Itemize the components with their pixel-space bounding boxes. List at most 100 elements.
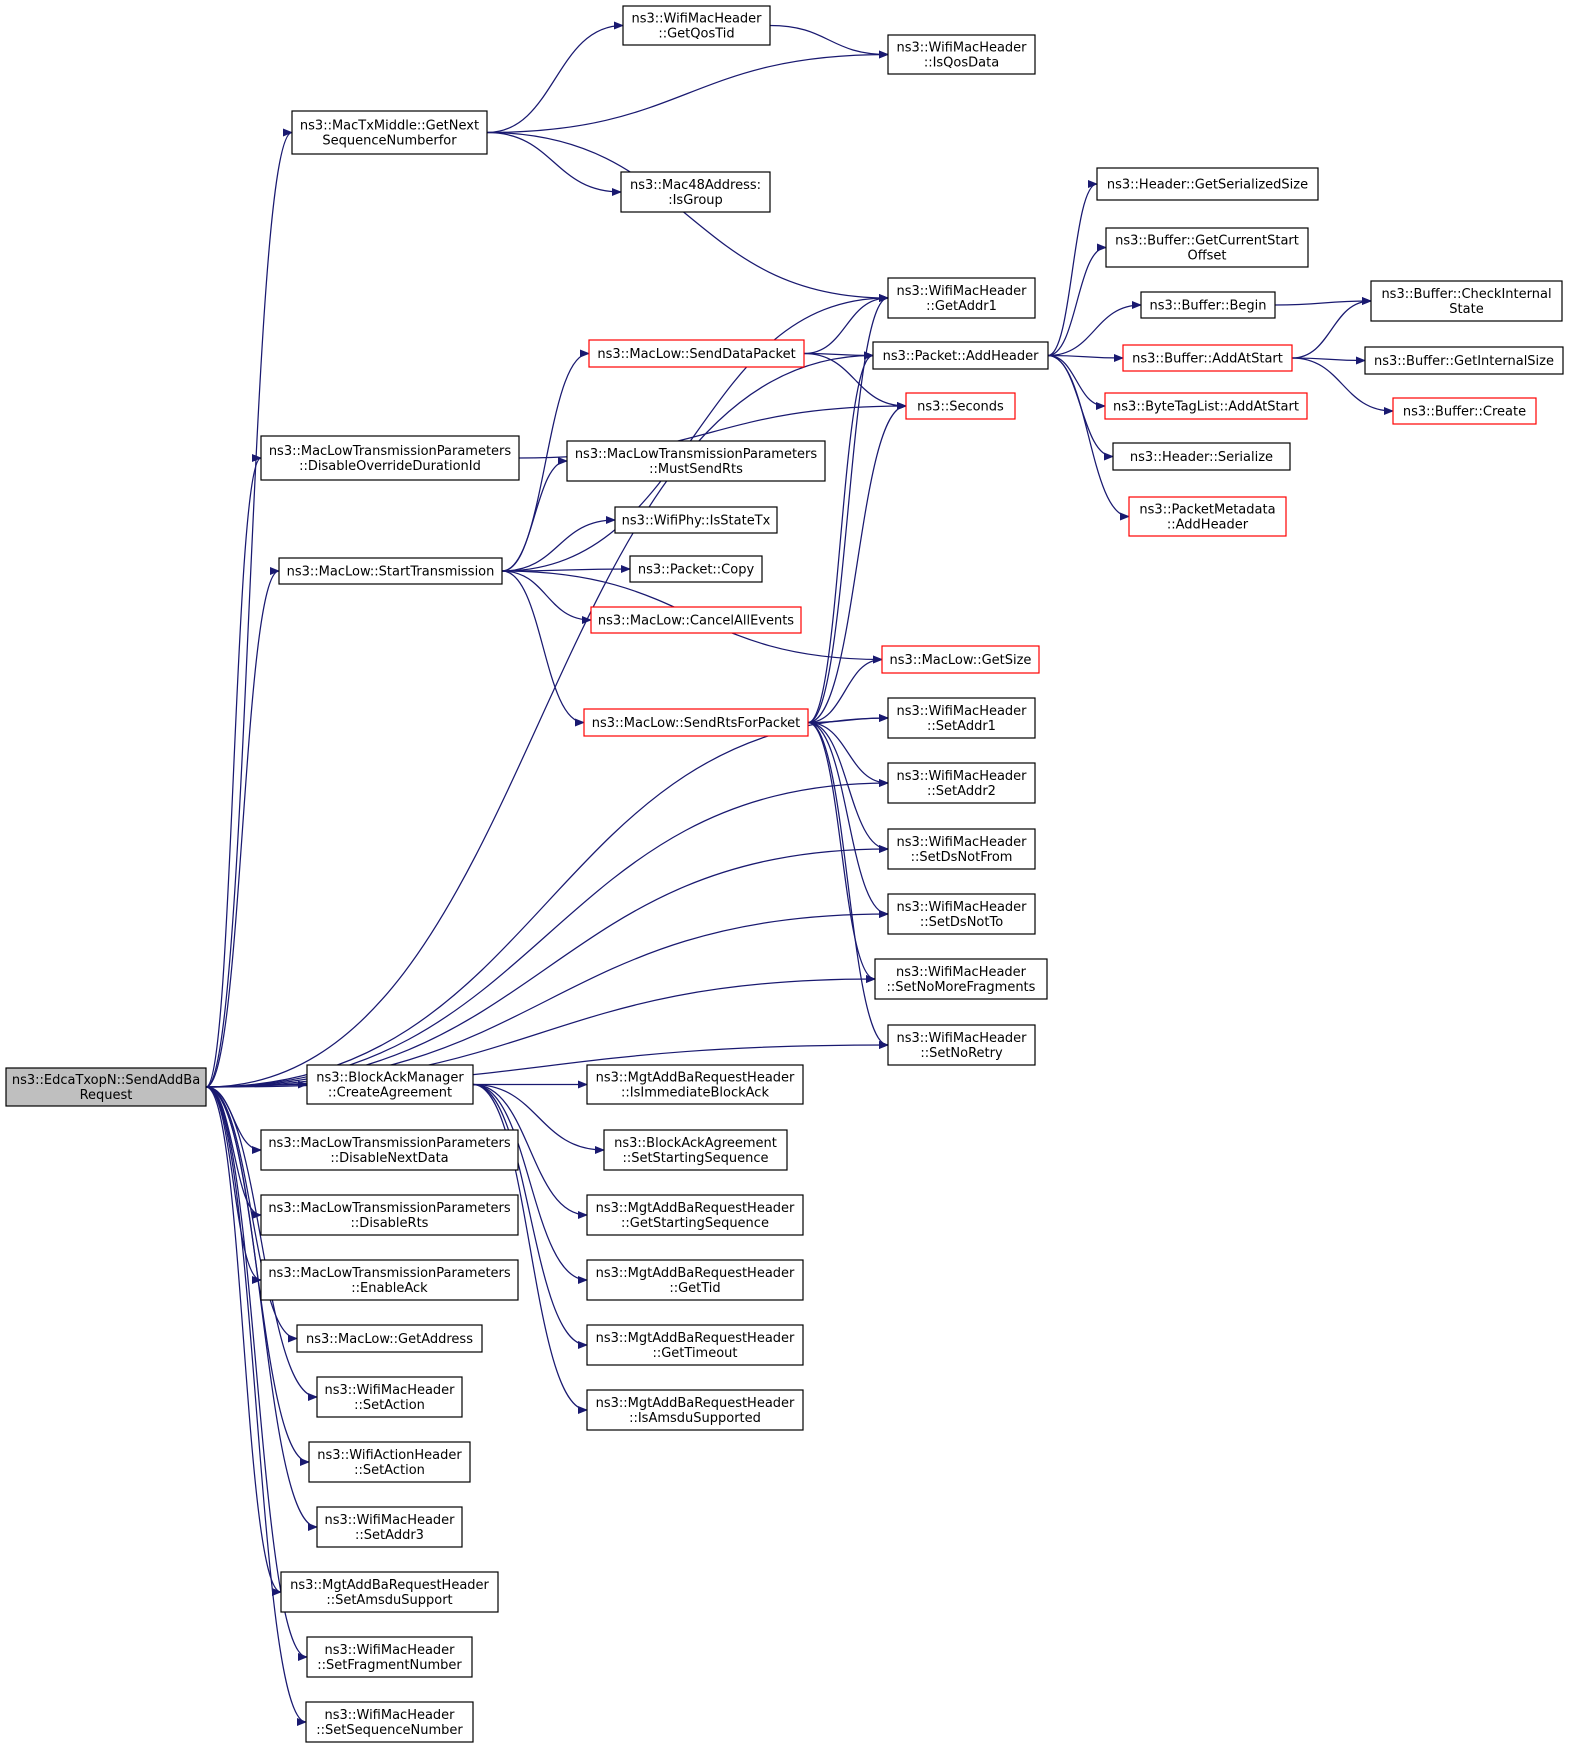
node-starttx[interactable]: ns3::MacLow::StartTransmission: [278, 557, 503, 585]
node-getaddr1[interactable]: ns3::WifiMacHeader::GetAddr1: [887, 277, 1036, 319]
node-setstartingseq[interactable]: ns3::BlockAckAgreement::SetStartingSeque…: [603, 1129, 788, 1171]
node-box: [881, 645, 1040, 674]
node-setdsnotfrom[interactable]: ns3::WifiMacHeader::SetDsNotFrom: [887, 828, 1036, 870]
node-bytetag[interactable]: ns3::ByteTagList::AddAtStart: [1104, 392, 1308, 420]
node-isqosdata[interactable]: ns3::WifiMacHeader::IsQosData: [887, 34, 1036, 75]
edge-line: [205, 1080, 308, 1089]
node-sendrts[interactable]: ns3::MacLow::SendRtsForPacket: [583, 708, 809, 737]
edge-sendrts-to-setnomorefrag: [807, 721, 876, 983]
node-pmaddheader[interactable]: ns3::PacketMetadata::AddHeader: [1128, 496, 1287, 537]
node-box: [586, 1194, 804, 1236]
node-copy[interactable]: ns3::Packet::Copy: [629, 555, 763, 583]
node-isimmediate[interactable]: ns3::MgtAddBaRequestHeader::IsImmediateB…: [586, 1064, 804, 1105]
edge-line: [1291, 357, 1394, 415]
node-setamsdu[interactable]: ns3::MgtAddBaRequestHeader::SetAmsduSupp…: [280, 1571, 499, 1613]
node-disablenextdata[interactable]: ns3::MacLowTransmissionParameters::Disab…: [260, 1129, 519, 1171]
node-setaddr1[interactable]: ns3::WifiMacHeader::SetAddr1: [887, 697, 1036, 739]
edge-root-to-setaddr1: [205, 714, 889, 1088]
node-createagreement[interactable]: ns3::BlockAckManager::CreateAgreement: [306, 1064, 474, 1105]
node-create[interactable]: ns3::Buffer::Create: [1392, 397, 1537, 425]
edge-line: [501, 294, 889, 572]
edge-root-to-setaddr3: [205, 1086, 318, 1531]
node-label: :IsGroup: [668, 193, 723, 208]
node-addheader[interactable]: ns3::Packet::AddHeader: [872, 341, 1049, 370]
edge-line: [807, 714, 889, 724]
node-setseqnum[interactable]: ns3::WifiMacHeader::SetSequenceNumber: [305, 1701, 474, 1743]
node-addatstart[interactable]: ns3::Buffer::AddAtStart: [1122, 344, 1293, 372]
node-disableoverride[interactable]: ns3::MacLowTransmissionParameters::Disab…: [260, 435, 520, 481]
node-hserialize[interactable]: ns3::Header::Serialize: [1112, 442, 1291, 471]
node-box: [306, 1064, 474, 1105]
node-label: ns3::Packet::AddHeader: [883, 349, 1039, 364]
node-begin[interactable]: ns3::Buffer::Begin: [1140, 291, 1276, 319]
edge-root-to-setaddr2: [205, 779, 889, 1088]
node-label: ns3::Seconds: [917, 400, 1004, 415]
node-setnoretry[interactable]: ns3::WifiMacHeader::SetNoRetry: [887, 1024, 1036, 1066]
node-label: ::IsImmediateBlockAck: [621, 1086, 769, 1101]
node-getsize[interactable]: ns3::MacLow::GetSize: [881, 645, 1040, 674]
node-disablerts[interactable]: ns3::MacLowTransmissionParameters::Disab…: [260, 1194, 519, 1236]
edge-line: [1291, 297, 1372, 359]
edge-line: [501, 570, 592, 624]
node-label: ns3::Header::Serialize: [1130, 450, 1273, 465]
edge-senddata-to-seconds: [803, 352, 907, 410]
node-getnextseq[interactable]: ns3::MacTxMiddle::GetNextSequenceNumberf…: [291, 110, 488, 155]
edge-addatstart-to-checkinternal: [1291, 297, 1372, 359]
node-gettid[interactable]: ns3::MgtAddBaRequestHeader::GetTid: [586, 1259, 804, 1301]
node-isamsdu[interactable]: ns3::MgtAddBaRequestHeader::IsAmsduSuppo…: [586, 1389, 804, 1431]
node-label: ns3::WifiMacHeader: [631, 12, 762, 27]
node-getinternalsize[interactable]: ns3::Buffer::GetInternalSize: [1364, 346, 1564, 375]
node-getaddress[interactable]: ns3::MacLow::GetAddress: [296, 1324, 483, 1353]
edge-line: [472, 1083, 588, 1414]
node-setaddr2[interactable]: ns3::WifiMacHeader::SetAddr2: [887, 762, 1036, 804]
node-getqostid[interactable]: ns3::WifiMacHeader::GetQosTid: [622, 5, 771, 46]
node-label: ::GetStartingSequence: [621, 1216, 769, 1231]
node-label: ns3::MgtAddBaRequestHeader: [596, 1266, 795, 1281]
edge-sendrts-to-setnoretry: [807, 721, 889, 1049]
node-box: [1105, 227, 1309, 268]
edge-starttx-to-getaddr1: [501, 294, 889, 572]
node-label: ns3::MacLow::GetSize: [890, 653, 1032, 668]
node-seconds[interactable]: ns3::Seconds: [905, 392, 1016, 420]
node-label: ns3::WifiMacHeader: [896, 41, 1027, 56]
edge-line: [1047, 354, 1106, 410]
node-gettimeout[interactable]: ns3::MgtAddBaRequestHeader::GetTimeout: [586, 1324, 804, 1366]
node-box: [586, 1324, 804, 1366]
node-box: [622, 5, 771, 46]
node-label: ::IsQosData: [924, 56, 999, 71]
node-label: ::GetAddr1: [926, 299, 997, 314]
node-setaddr3[interactable]: ns3::WifiMacHeader::SetAddr3: [316, 1506, 463, 1548]
edge-line: [807, 721, 889, 853]
node-getserialsize[interactable]: ns3::Header::GetSerializedSize: [1096, 167, 1319, 201]
node-senddata[interactable]: ns3::MacLow::SendDataPacket: [588, 339, 805, 368]
edge-line: [769, 24, 889, 59]
node-label: ns3::WifiActionHeader: [317, 1448, 462, 1463]
edge-line: [205, 714, 889, 1088]
node-label: ns3::MacLow::StartTransmission: [287, 565, 495, 580]
node-setaction-mac[interactable]: ns3::WifiMacHeader::SetAction: [316, 1376, 463, 1418]
node-label: ::DisableRts: [351, 1216, 429, 1231]
node-setaction-act[interactable]: ns3::WifiActionHeader::SetAction: [308, 1441, 471, 1483]
node-setdsnotto[interactable]: ns3::WifiMacHeader::SetDsNotTo: [887, 893, 1036, 935]
edge-line: [807, 351, 874, 724]
node-label: ns3::WifiMacHeader: [896, 965, 1027, 980]
edge-createagreement-to-setstartingseq: [472, 1083, 605, 1154]
node-setfragnum[interactable]: ns3::WifiMacHeader::SetFragmentNumber: [306, 1636, 473, 1678]
node-cancelall[interactable]: ns3::MacLow::CancelAllEvents: [590, 606, 802, 634]
edge-sendrts-to-setdsnotto: [807, 721, 889, 918]
node-label: ::GetTid: [669, 1281, 720, 1296]
edge-getqostid-to-isqosdata: [769, 24, 889, 59]
node-box: [887, 828, 1036, 870]
node-mustsendrts[interactable]: ns3::MacLowTransmissionParameters::MustS…: [566, 440, 826, 482]
node-box: [1122, 344, 1293, 372]
node-label: ns3::PacketMetadata: [1139, 503, 1275, 518]
node-enableack[interactable]: ns3::MacLowTransmissionParameters::Enabl…: [260, 1259, 519, 1301]
node-isstatetx[interactable]: ns3::WifiPhy::IsStateTx: [614, 506, 778, 534]
node-isgroup[interactable]: ns3::Mac48Address::IsGroup: [620, 171, 771, 213]
edge-getnextseq-to-isgroup: [486, 131, 622, 196]
node-setnomorefrag[interactable]: ns3::WifiMacHeader::SetNoMoreFragments: [874, 958, 1048, 1000]
node-getstartingseq[interactable]: ns3::MgtAddBaRequestHeader::GetStartingS…: [586, 1194, 804, 1236]
